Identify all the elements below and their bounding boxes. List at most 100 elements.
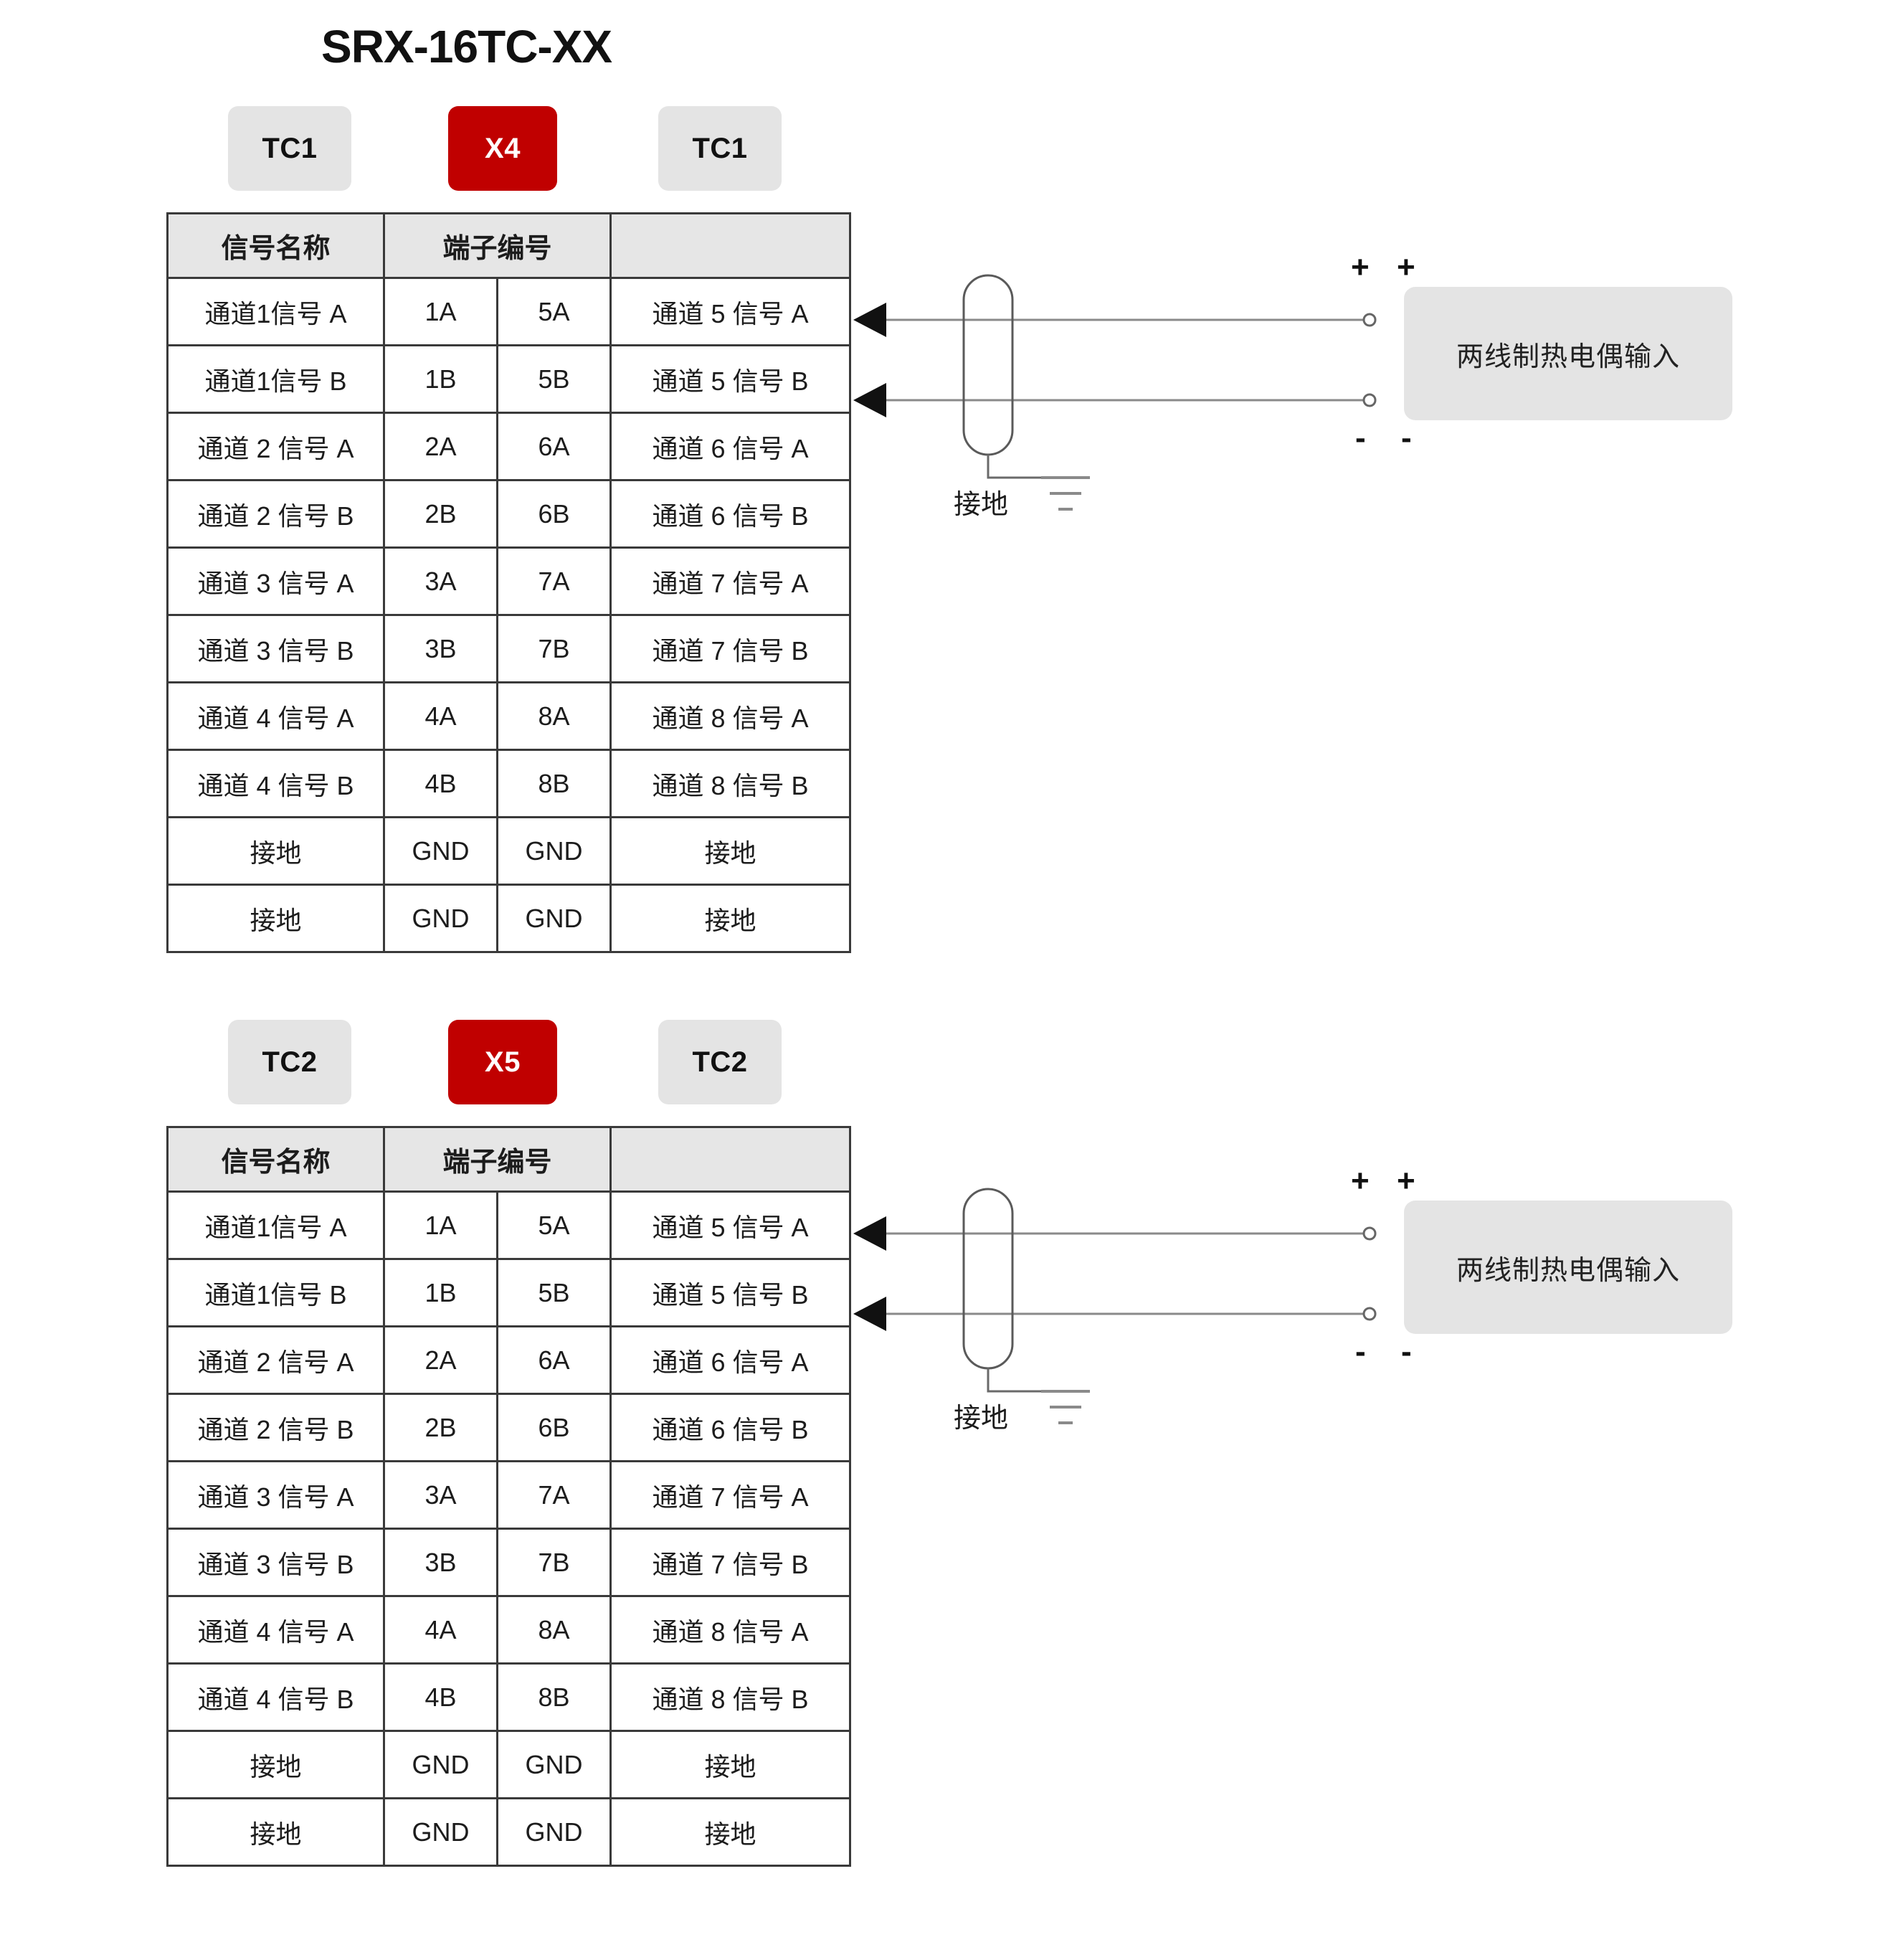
table-header-row: 信号名称 端子编号 [166, 1126, 852, 1193]
cell-signal-right: 接地 [609, 1797, 852, 1867]
table-row: 通道1信号 B 1B 5B 通道 5 信号 B [166, 1258, 852, 1327]
cell-terminal-right: 5A [495, 277, 612, 346]
cell-signal-left: 通道 2 信号 A [166, 412, 385, 481]
table-row: 接地 GND GND 接地 [166, 884, 852, 953]
polarity-minus-module: - [1355, 1334, 1366, 1369]
cell-terminal-right: 7B [495, 614, 612, 683]
cell-terminal-left: 4B [383, 1662, 498, 1732]
cell-signal-right: 接地 [609, 884, 852, 953]
cell-signal-left: 通道 2 信号 A [166, 1325, 385, 1395]
cell-signal-right: 通道 5 信号 B [609, 1258, 852, 1327]
ground-caption: 接地 [954, 490, 1009, 520]
cell-terminal-left: 1A [383, 277, 498, 346]
cell-signal-right: 通道 5 信号 B [609, 344, 852, 414]
cell-terminal-right: 7A [495, 546, 612, 616]
cell-terminal-right: 6B [495, 479, 612, 549]
cell-terminal-left: 3B [383, 614, 498, 683]
cell-signal-right: 通道 6 信号 B [609, 1393, 852, 1462]
cell-terminal-right: 8A [495, 681, 612, 751]
header-terminal-number: 端子编号 [382, 212, 612, 279]
polarity-plus-sensor: + [1397, 250, 1415, 285]
cell-signal-right: 通道 7 信号 A [609, 1460, 852, 1530]
polarity-minus-sensor: - [1401, 420, 1412, 455]
badge-row: TC1 X4 TC1 [0, 106, 860, 198]
cell-terminal-left: 1B [383, 344, 498, 414]
table-body: 通道1信号 A 1A 5A 通道 5 信号 A 通道1信号 B 1B 5B 通道… [166, 1190, 852, 1867]
table-row: 通道1信号 A 1A 5A 通道 5 信号 A [166, 277, 852, 346]
cell-signal-left: 通道 3 信号 B [166, 1528, 385, 1597]
cell-terminal-right: GND [495, 1797, 612, 1867]
cell-terminal-right: GND [495, 816, 612, 886]
table-row: 接地 GND GND 接地 [166, 816, 852, 886]
table-row: 通道1信号 B 1B 5B 通道 5 信号 B [166, 344, 852, 414]
table-row: 通道 2 信号 B 2B 6B 通道 6 信号 B [166, 1393, 852, 1462]
cell-signal-left: 通道1信号 B [166, 1258, 385, 1327]
cell-signal-left: 接地 [166, 1730, 385, 1799]
table-row: 通道 4 信号 A 4A 8A 通道 8 信号 A [166, 681, 852, 751]
cell-terminal-left: 3A [383, 546, 498, 616]
cell-terminal-left: 1A [383, 1190, 498, 1260]
table-row: 通道 2 信号 B 2B 6B 通道 6 信号 B [166, 479, 852, 549]
polarity-minus-sensor: - [1401, 1334, 1412, 1369]
cell-terminal-right: 5B [495, 1258, 612, 1327]
input-type-label: 两线制热电偶输入 [1404, 1201, 1732, 1334]
cell-signal-left: 接地 [166, 1797, 385, 1867]
cell-signal-right: 通道 8 信号 B [609, 749, 852, 818]
thermocouple-wiring-diagram: + + - - [849, 212, 1752, 628]
cell-signal-left: 通道 2 信号 B [166, 479, 385, 549]
badge-connector-right[interactable]: TC1 [658, 106, 782, 191]
cell-signal-right: 接地 [609, 816, 852, 886]
cell-signal-right: 通道 8 信号 A [609, 1595, 852, 1665]
header-terminal-number: 端子编号 [382, 1126, 612, 1193]
cell-signal-left: 通道 3 信号 B [166, 614, 385, 683]
badge-connector-left[interactable]: TC2 [228, 1020, 351, 1104]
badge-terminal-block[interactable]: X5 [448, 1020, 557, 1104]
cell-signal-left: 通道 2 信号 B [166, 1393, 385, 1462]
cell-terminal-left: GND [383, 816, 498, 886]
cell-terminal-left: 4A [383, 1595, 498, 1665]
cell-terminal-right: 8A [495, 1595, 612, 1665]
polarity-plus-sensor: + [1397, 1163, 1415, 1198]
cell-terminal-right: 5A [495, 1190, 612, 1260]
badge-row: TC2 X5 TC2 [0, 1020, 860, 1112]
terminal-table: 信号名称 端子编号 通道1信号 A 1A 5A 通道 5 信号 A 通道1信号 … [166, 1126, 852, 1867]
cell-signal-left: 通道1信号 B [166, 344, 385, 414]
cell-signal-right: 接地 [609, 1730, 852, 1799]
badge-connector-left[interactable]: TC1 [228, 106, 351, 191]
table-row: 通道 3 信号 B 3B 7B 通道 7 信号 B [166, 1528, 852, 1597]
cell-terminal-left: GND [383, 884, 498, 953]
table-row: 接地 GND GND 接地 [166, 1730, 852, 1799]
table-row: 通道 4 信号 B 4B 8B 通道 8 信号 B [166, 1662, 852, 1732]
cell-terminal-left: 2A [383, 412, 498, 481]
header-blank [609, 1126, 852, 1193]
cell-signal-right: 通道 6 信号 B [609, 479, 852, 549]
table-row: 通道 4 信号 A 4A 8A 通道 8 信号 A [166, 1595, 852, 1665]
table-row: 通道1信号 A 1A 5A 通道 5 信号 A [166, 1190, 852, 1260]
cell-signal-left: 通道1信号 A [166, 277, 385, 346]
cell-signal-left: 通道1信号 A [166, 1190, 385, 1260]
badge-connector-right[interactable]: TC2 [658, 1020, 782, 1104]
cell-terminal-right: 6A [495, 412, 612, 481]
cell-signal-right: 通道 6 信号 A [609, 412, 852, 481]
table-row: 通道 2 信号 A 2A 6A 通道 6 信号 A [166, 1325, 852, 1395]
cell-signal-right: 通道 8 信号 A [609, 681, 852, 751]
cell-signal-right: 通道 5 信号 A [609, 277, 852, 346]
cell-terminal-right: 5B [495, 344, 612, 414]
cell-signal-right: 通道 6 信号 A [609, 1325, 852, 1395]
cell-signal-left: 通道 4 信号 A [166, 681, 385, 751]
cell-terminal-right: 6B [495, 1393, 612, 1462]
cell-signal-left: 通道 3 信号 A [166, 1460, 385, 1530]
polarity-minus-module: - [1355, 420, 1366, 455]
table-row: 接地 GND GND 接地 [166, 1797, 852, 1867]
thermocouple-wiring-diagram: + + - - [849, 1126, 1752, 1542]
cell-terminal-right: GND [495, 884, 612, 953]
cell-signal-left: 通道 4 信号 B [166, 1662, 385, 1732]
cell-terminal-left: 3A [383, 1460, 498, 1530]
header-signal-name: 信号名称 [166, 1126, 385, 1193]
cell-terminal-left: GND [383, 1797, 498, 1867]
badge-terminal-block[interactable]: X4 [448, 106, 557, 191]
cell-terminal-left: 1B [383, 1258, 498, 1327]
table-row: 通道 3 信号 A 3A 7A 通道 7 信号 A [166, 1460, 852, 1530]
terminal-table: 信号名称 端子编号 通道1信号 A 1A 5A 通道 5 信号 A 通道1信号 … [166, 212, 852, 953]
cell-terminal-right: 8B [495, 1662, 612, 1732]
